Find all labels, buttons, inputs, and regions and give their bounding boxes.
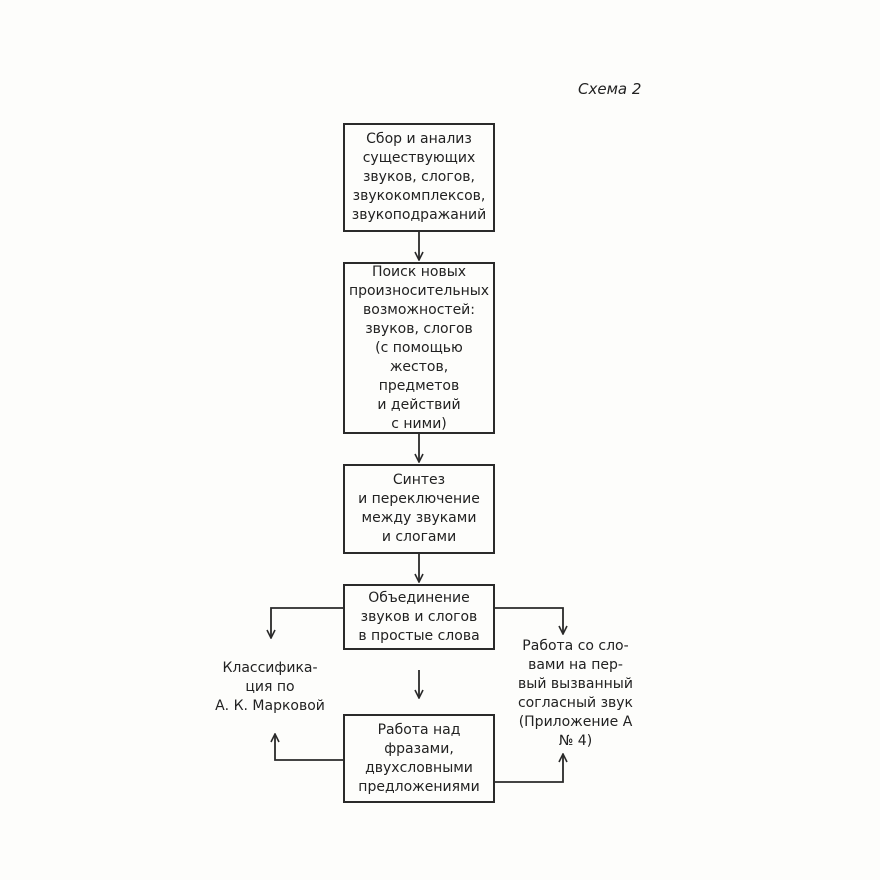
box-synthesis-switching: Синтез и переключение между звуками и сл… [343,464,495,554]
arrow-phrases-classification [275,734,345,761]
label-words-first-sound: Работа со сло- вами на пер- вый вызванны… [517,638,634,749]
box-phrases-work: Работа над фразами, двухсловными предлож… [343,714,495,803]
arrow-combine-words [492,607,563,634]
arrow-phrases-words [492,754,563,783]
arrow-combine-classification [271,607,345,638]
box-search-new-possibilities: Поиск новых произносительных возможносте… [343,262,495,434]
box-collect-analysis: Сбор и анализ существующих звуков, слого… [343,123,495,232]
box-combine-into-words: Объединение звуков и слогов в простые сл… [343,584,495,650]
scheme-label: Схема 2 [578,80,642,98]
label-classification: Классифика- ция по А. К. Марковой [215,660,325,714]
